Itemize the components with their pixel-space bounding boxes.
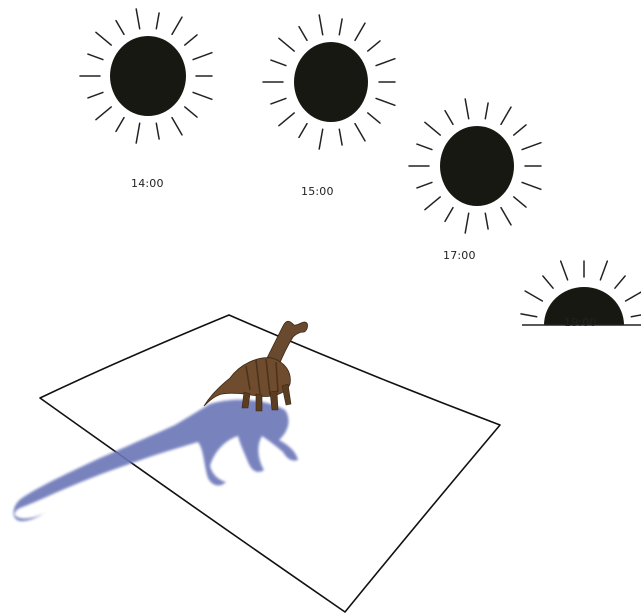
sun-ray [501,208,511,225]
sun-ray [355,124,365,141]
sun-ray [501,107,511,124]
sun-ray [116,21,124,35]
shadow-shape [13,400,298,521]
sun-disc [110,36,186,116]
sun-ray [156,123,159,139]
sun-ray [561,261,568,280]
sun-ray [279,38,294,51]
sun-ray [271,98,286,104]
dinosaur-figure [204,321,308,411]
sun-ray [96,32,111,45]
sun-ray [368,113,380,123]
sun-ray [514,125,526,135]
sun-ray [172,17,182,34]
sun-ray [193,92,212,99]
sun-ray [626,291,641,301]
sun-ray [543,276,553,288]
sun-ray [514,197,526,207]
sun-ray [600,261,607,280]
sun-ray [425,122,440,135]
sun-ray [445,208,453,222]
sun-ray [425,197,440,210]
sun-icon [263,15,395,149]
sun-ray [185,107,197,117]
sun-ray [319,129,323,149]
sun-ray [522,182,541,189]
time-label-1900: 19:00 [564,316,597,329]
sun-ray [185,35,197,45]
sun-ray [631,314,641,317]
sun-ray [96,107,111,120]
sun-ray [299,27,307,41]
sun-ray [521,314,537,317]
sun-ray [271,60,286,66]
sun-ray [319,15,323,35]
sun-ray [417,182,432,188]
sun-ray [193,53,212,60]
sun-ray [522,143,541,150]
sun-ray [339,129,342,145]
sun-ray [299,124,307,138]
sun-ray [485,103,488,119]
sun-disc [294,42,368,122]
sun-disc [440,126,514,206]
sun-ray [368,41,380,51]
time-label-1700: 17:00 [443,249,476,262]
sun-ray [615,276,625,288]
sun-ray [376,59,395,66]
time-label-1500: 15:00 [301,185,334,198]
sun-ray [355,23,365,40]
sun-ray [417,144,432,150]
sun-ray [136,9,140,29]
sun-ray [465,99,469,119]
sun-ray [172,118,182,135]
time-label-1400: 14:00 [131,177,164,190]
sun-ray [445,111,453,125]
sun-icon [409,99,541,233]
sun-ray [156,13,159,29]
sun-ray [339,19,342,35]
sun-ray [136,123,140,143]
sun-ray [485,213,488,229]
sun-ray [279,113,294,126]
sun-ray [376,98,395,105]
sun-icon [80,9,212,143]
sun-ray [88,54,103,60]
sun-ray [525,291,542,301]
sun-ray [465,213,469,233]
sun-ray [116,118,124,132]
sun-ray [88,92,103,98]
